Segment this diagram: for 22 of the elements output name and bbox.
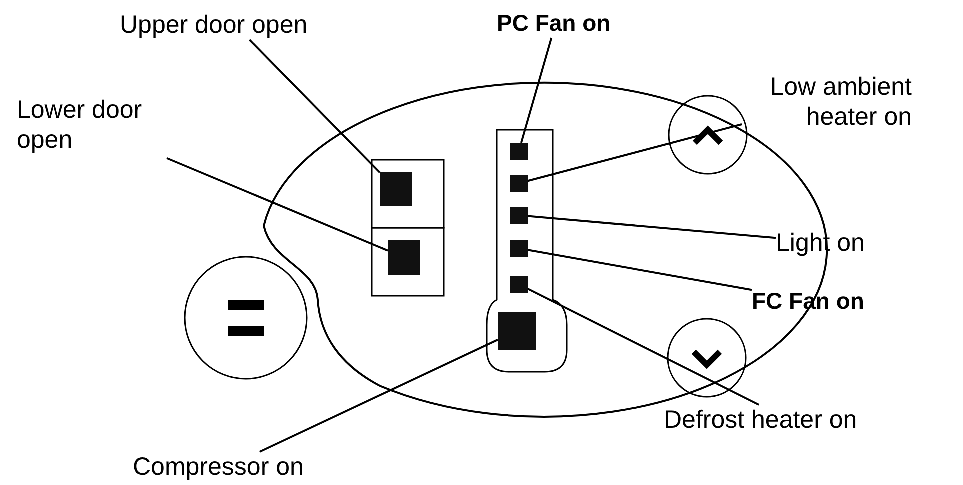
indicator-label: Defrost heater on xyxy=(664,405,914,435)
indicator-label: Lower door open xyxy=(17,95,167,159)
leader-line xyxy=(249,39,381,174)
indicator-light xyxy=(498,312,536,350)
leader-line xyxy=(528,249,752,292)
leader-line xyxy=(166,157,388,252)
indicator-label: Upper door open xyxy=(120,10,350,40)
leader-line xyxy=(520,38,553,144)
indicator-light xyxy=(380,172,412,206)
indicator-label: Compressor on xyxy=(133,452,323,482)
indicator-light xyxy=(510,175,528,192)
indicator-light xyxy=(510,143,528,160)
indicator-light xyxy=(510,240,528,257)
indicator-light xyxy=(510,276,528,293)
indicator-label: PC Fan on xyxy=(497,8,615,38)
leader-line xyxy=(528,124,742,182)
indicator-light xyxy=(510,207,528,224)
leader-line xyxy=(528,215,776,240)
leader-line xyxy=(528,288,760,406)
indicator-light xyxy=(388,240,420,275)
leader-line xyxy=(259,339,498,453)
indicator-label: Low ambient heater on xyxy=(742,72,912,132)
